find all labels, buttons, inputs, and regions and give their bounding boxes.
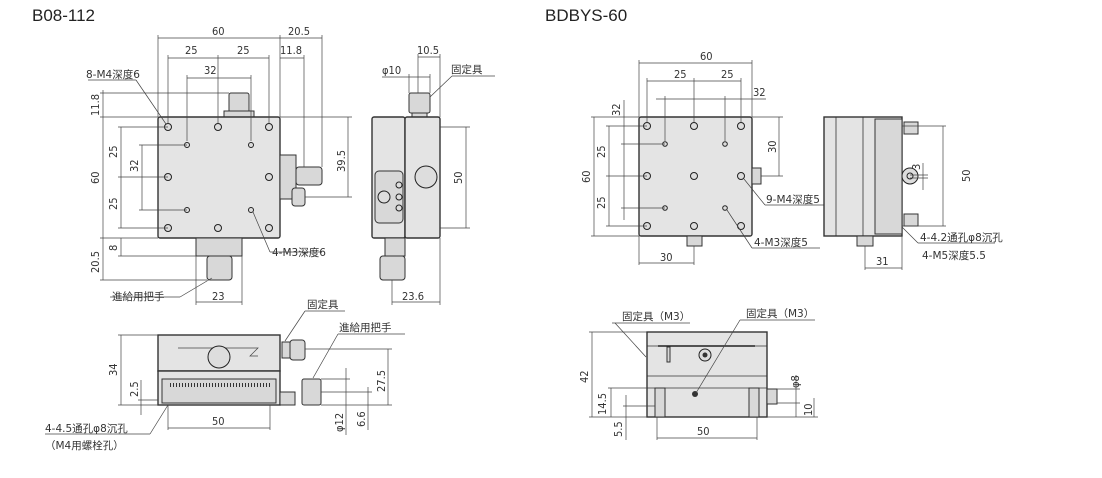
dim-31: 31 xyxy=(876,255,889,268)
dim-6-6: 6.6 xyxy=(355,411,368,427)
dim-34: 34 xyxy=(107,363,120,376)
dim-25-v: 25 xyxy=(107,145,120,158)
label-through-holes: 4-4.5通孔φ8沉孔 xyxy=(45,422,128,435)
stage-plate xyxy=(157,116,281,239)
dim-32-v: 32 xyxy=(610,103,623,116)
dim-20-5: 20.5 xyxy=(288,25,310,38)
model-title-b08-112: B08-112 xyxy=(32,6,95,25)
dim-32: 32 xyxy=(753,86,766,99)
dim-25: 25 xyxy=(237,44,250,57)
label-fixture-m3: 固定具（M3） xyxy=(622,310,690,323)
dim-32-v: 32 xyxy=(128,159,141,172)
dim-50: 50 xyxy=(697,425,710,438)
dim-8-v: 8 xyxy=(107,245,120,251)
dim-27-5: 27.5 xyxy=(375,370,388,392)
dim-phi-10: φ10 xyxy=(382,64,401,77)
dim-10-5: 10.5 xyxy=(417,44,439,57)
knob-base xyxy=(223,110,255,118)
dim-23-6: 23.6 xyxy=(402,290,424,303)
dim-25: 25 xyxy=(185,44,198,57)
label-fixture: 固定具 xyxy=(451,63,483,76)
micrometer-knob xyxy=(295,166,323,186)
dim-30: 30 xyxy=(660,251,673,264)
label-feed-handle: 進給用把手 xyxy=(112,290,165,303)
label-fixture-m3: 固定具（M3） xyxy=(746,307,814,320)
dim-25: 25 xyxy=(721,68,734,81)
dim-20-5-v: 20.5 xyxy=(89,251,102,273)
dim-2-5: 2.5 xyxy=(128,381,141,397)
model-title-bdbys-60: BDBYS-60 xyxy=(545,6,627,25)
bdbys-side-view: 3 50 31 4-4.2通孔φ8沉孔 4-M5深度5.5 xyxy=(823,116,1003,270)
dim-11-8-v: 11.8 xyxy=(89,94,102,116)
dim-25: 25 xyxy=(674,68,687,81)
dim-60: 60 xyxy=(212,25,225,38)
dim-11-8: 11.8 xyxy=(280,44,302,57)
dim-50: 50 xyxy=(452,171,465,184)
dim-5-5: 5.5 xyxy=(612,421,625,437)
dim-42: 42 xyxy=(578,370,591,383)
label-m5-holes: 4-M5深度5.5 xyxy=(922,249,986,262)
label-through-holes: 4-4.2通孔φ8沉孔 xyxy=(920,231,1003,244)
dim-25-v: 25 xyxy=(595,145,608,158)
label-m3-holes: 4-M3深度6 xyxy=(272,246,326,259)
micrometer-lock xyxy=(291,187,306,207)
dim-25-v: 25 xyxy=(107,197,120,210)
label-m4-holes: 9-M4深度5 xyxy=(766,193,820,206)
b08-front-view: 固定具 進給用把手 34 2.5 27.5 φ12 6.6 50 4-4.5通孔… xyxy=(45,298,405,452)
label-m4-holes: 8-M4深度6 xyxy=(86,68,140,81)
dim-10: 10 xyxy=(802,403,815,416)
bdbys-top-view: 60 25 25 32 32 25 60 25 30 30 9-M4深度5 4-… xyxy=(580,50,830,265)
b08-top-view: 60 20.5 25 25 11.8 32 8-M4深度6 4-M3深度6 11… xyxy=(86,25,352,305)
fix-knob xyxy=(228,92,250,114)
feed-handle xyxy=(206,255,233,281)
dim-phi-12: φ12 xyxy=(333,413,346,432)
dim-60: 60 xyxy=(700,50,713,63)
dim-60-v: 60 xyxy=(89,171,102,184)
label-m3-holes: 4-M3深度5 xyxy=(754,236,808,249)
dim-25-v: 25 xyxy=(595,196,608,209)
label-feed-handle: 進給用把手 xyxy=(339,321,392,334)
b08-side-view: 10.5 φ10 固定具 50 23.6 xyxy=(371,44,495,305)
dim-50: 50 xyxy=(212,415,225,428)
dim-39-5: 39.5 xyxy=(335,150,348,172)
bottom-block xyxy=(195,237,243,257)
label-bolt-holes: （M4用螺栓孔） xyxy=(45,439,124,452)
dim-50: 50 xyxy=(960,169,973,182)
dim-23: 23 xyxy=(212,290,225,303)
label-fixture: 固定具 xyxy=(307,298,339,311)
dim-3: 3 xyxy=(910,164,923,170)
dim-30-v: 30 xyxy=(766,140,779,153)
dim-60-v: 60 xyxy=(580,170,593,183)
dim-phi-8: φ8 xyxy=(789,375,802,388)
dim-14-5: 14.5 xyxy=(596,393,609,415)
bdbys-front-view: 固定具（M3） 固定具（M3） 42 14.5 5.5 50 φ8 10 xyxy=(578,307,818,440)
dim-32: 32 xyxy=(204,64,217,77)
